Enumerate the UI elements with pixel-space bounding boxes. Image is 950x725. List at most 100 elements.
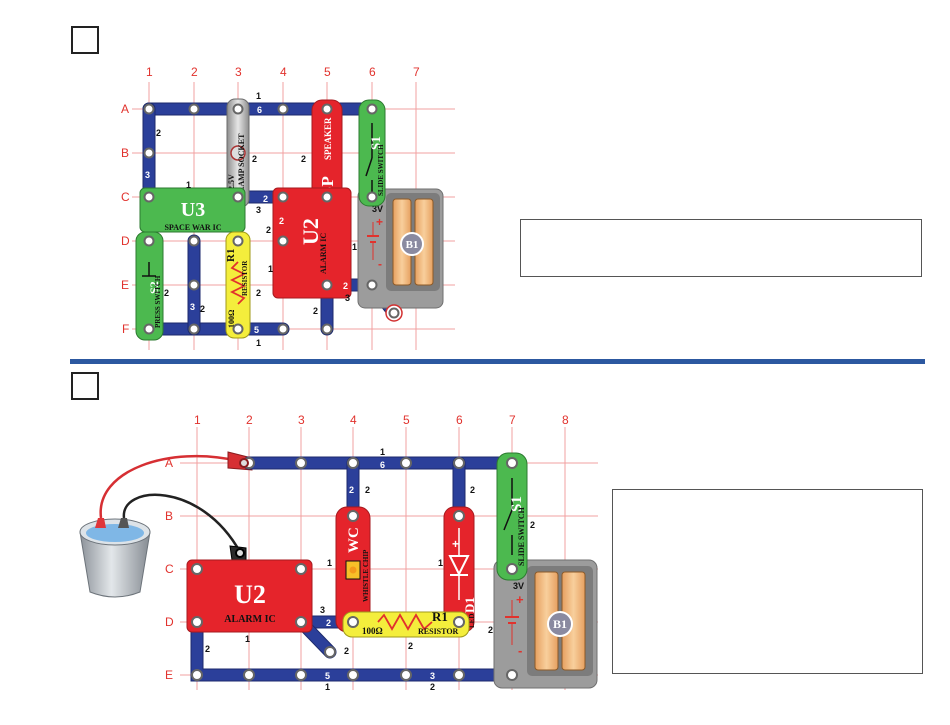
svg-text:2: 2 bbox=[156, 128, 161, 138]
top-slide-switch: S1 SLIDE SWITCH bbox=[358, 99, 386, 207]
s2-id: S2 bbox=[147, 281, 161, 294]
row-label: C bbox=[165, 562, 174, 576]
bottom-battery: B1 3V + - bbox=[493, 559, 598, 689]
svg-text:6: 6 bbox=[257, 105, 262, 115]
r1-name: RESISTOR bbox=[241, 260, 249, 296]
svg-text:1: 1 bbox=[380, 447, 385, 457]
svg-text:2: 2 bbox=[205, 644, 210, 654]
top-u3: U3 SPACE WAR IC bbox=[139, 187, 246, 233]
u2-id: U2 bbox=[298, 218, 323, 245]
svg-text:2: 2 bbox=[263, 194, 268, 204]
bottom-snaps bbox=[191, 457, 518, 681]
bottom-row-labels: A B C D E bbox=[165, 456, 174, 682]
row-label: D bbox=[165, 615, 174, 629]
top-battery: B1 3V + - bbox=[357, 188, 444, 322]
svg-text:2: 2 bbox=[530, 520, 535, 530]
battery-minus: - bbox=[378, 257, 382, 271]
wc-id: WC bbox=[346, 527, 362, 553]
u2-name: ALARM IC bbox=[319, 233, 328, 274]
svg-text:2: 2 bbox=[200, 304, 205, 314]
col-label: 5 bbox=[403, 413, 410, 427]
battery-id: B1 bbox=[406, 239, 419, 251]
svg-text:2: 2 bbox=[266, 225, 271, 235]
battery-voltage: 3V bbox=[372, 204, 383, 214]
col-label: 6 bbox=[456, 413, 463, 427]
svg-text:3: 3 bbox=[190, 302, 195, 312]
r1-id: R1 bbox=[225, 249, 237, 262]
svg-text:5: 5 bbox=[254, 325, 259, 335]
row-label: E bbox=[121, 278, 129, 292]
bottom-whistle-chip: WC WHISTLE CHIP bbox=[335, 506, 371, 633]
row-label: E bbox=[165, 668, 173, 682]
col-label: 4 bbox=[280, 65, 287, 79]
svg-text:1: 1 bbox=[327, 558, 332, 568]
u3-id: U3 bbox=[181, 199, 205, 221]
bottom-level-numbers: 1 6 2 2 2 1 1 2 3 2 2 2 1 5 1 3 2 2 2 bbox=[205, 447, 535, 692]
bottom-diagram: 1 2 3 4 5 6 7 8 A B C D E bbox=[79, 413, 598, 692]
r1-value: 100Ω bbox=[362, 626, 383, 636]
svg-text:1: 1 bbox=[438, 558, 443, 568]
svg-text:2: 2 bbox=[164, 288, 169, 298]
r1-id: R1 bbox=[432, 609, 448, 624]
col-label: 1 bbox=[146, 65, 153, 79]
top-diagram: 1 2 3 4 5 6 7 A B C D E F bbox=[121, 65, 455, 350]
svg-text:2: 2 bbox=[488, 625, 493, 635]
svg-text:+: + bbox=[452, 537, 459, 551]
project-checkbox-1[interactable] bbox=[71, 26, 99, 54]
lamp-rating: 2.5V bbox=[227, 174, 236, 190]
col-label: 6 bbox=[369, 65, 376, 79]
s1-id: S1 bbox=[509, 496, 525, 512]
svg-text:3: 3 bbox=[345, 293, 350, 303]
project-checkbox-2[interactable] bbox=[71, 372, 99, 400]
svg-text:1: 1 bbox=[352, 242, 357, 252]
top-lamp-socket: 2.5V LAMP SOCKET bbox=[226, 98, 250, 208]
svg-text:3: 3 bbox=[320, 605, 325, 615]
u2-id: U2 bbox=[234, 580, 266, 609]
svg-text:2: 2 bbox=[326, 618, 331, 628]
svg-text:1: 1 bbox=[245, 634, 250, 644]
col-label: 4 bbox=[350, 413, 357, 427]
s1-name: SLIDE SWITCH bbox=[377, 144, 385, 196]
section-divider bbox=[70, 359, 925, 364]
battery-minus: - bbox=[518, 643, 522, 658]
speaker-name: SPEAKER bbox=[323, 117, 333, 160]
top-resistor: R1 RESISTOR 100Ω bbox=[225, 231, 251, 339]
s1-name: SLIDE SWITCH bbox=[517, 506, 526, 566]
row-label: A bbox=[165, 456, 173, 470]
col-label: 2 bbox=[246, 413, 253, 427]
svg-text:1: 1 bbox=[186, 180, 191, 190]
col-label: 1 bbox=[194, 413, 201, 427]
svg-text:1: 1 bbox=[256, 338, 261, 348]
svg-text:3: 3 bbox=[430, 671, 435, 681]
svg-text:2: 2 bbox=[365, 485, 370, 495]
svg-text:5: 5 bbox=[325, 671, 330, 681]
water-bucket bbox=[79, 518, 151, 598]
row-label: B bbox=[165, 509, 173, 523]
col-label: 3 bbox=[298, 413, 305, 427]
svg-text:3: 3 bbox=[256, 205, 261, 215]
row-label: C bbox=[121, 190, 130, 204]
battery-plus: + bbox=[516, 592, 524, 607]
s2-name: PRESS SWITCH bbox=[154, 275, 162, 328]
svg-text:2: 2 bbox=[252, 154, 257, 164]
d1-name: LED bbox=[468, 614, 476, 628]
top-snaps bbox=[143, 103, 400, 335]
svg-text:6: 6 bbox=[380, 460, 385, 470]
top-row-labels: A B C D E F bbox=[121, 102, 130, 336]
top-press-switch: S2 PRESS SWITCH bbox=[135, 231, 164, 341]
svg-text:2: 2 bbox=[256, 288, 261, 298]
svg-text:3: 3 bbox=[145, 170, 150, 180]
battery-id: B1 bbox=[553, 617, 567, 631]
svg-text:2: 2 bbox=[349, 485, 354, 495]
r1-value: 100Ω bbox=[227, 309, 236, 328]
col-label: 7 bbox=[509, 413, 516, 427]
description-box-1 bbox=[520, 219, 922, 277]
svg-text:2: 2 bbox=[313, 306, 318, 316]
svg-text:2: 2 bbox=[301, 154, 306, 164]
svg-text:1: 1 bbox=[325, 682, 330, 692]
svg-text:2: 2 bbox=[430, 682, 435, 692]
description-box-2 bbox=[612, 489, 923, 674]
top-column-labels: 1 2 3 4 5 6 7 bbox=[146, 65, 420, 79]
row-label: A bbox=[121, 102, 129, 116]
